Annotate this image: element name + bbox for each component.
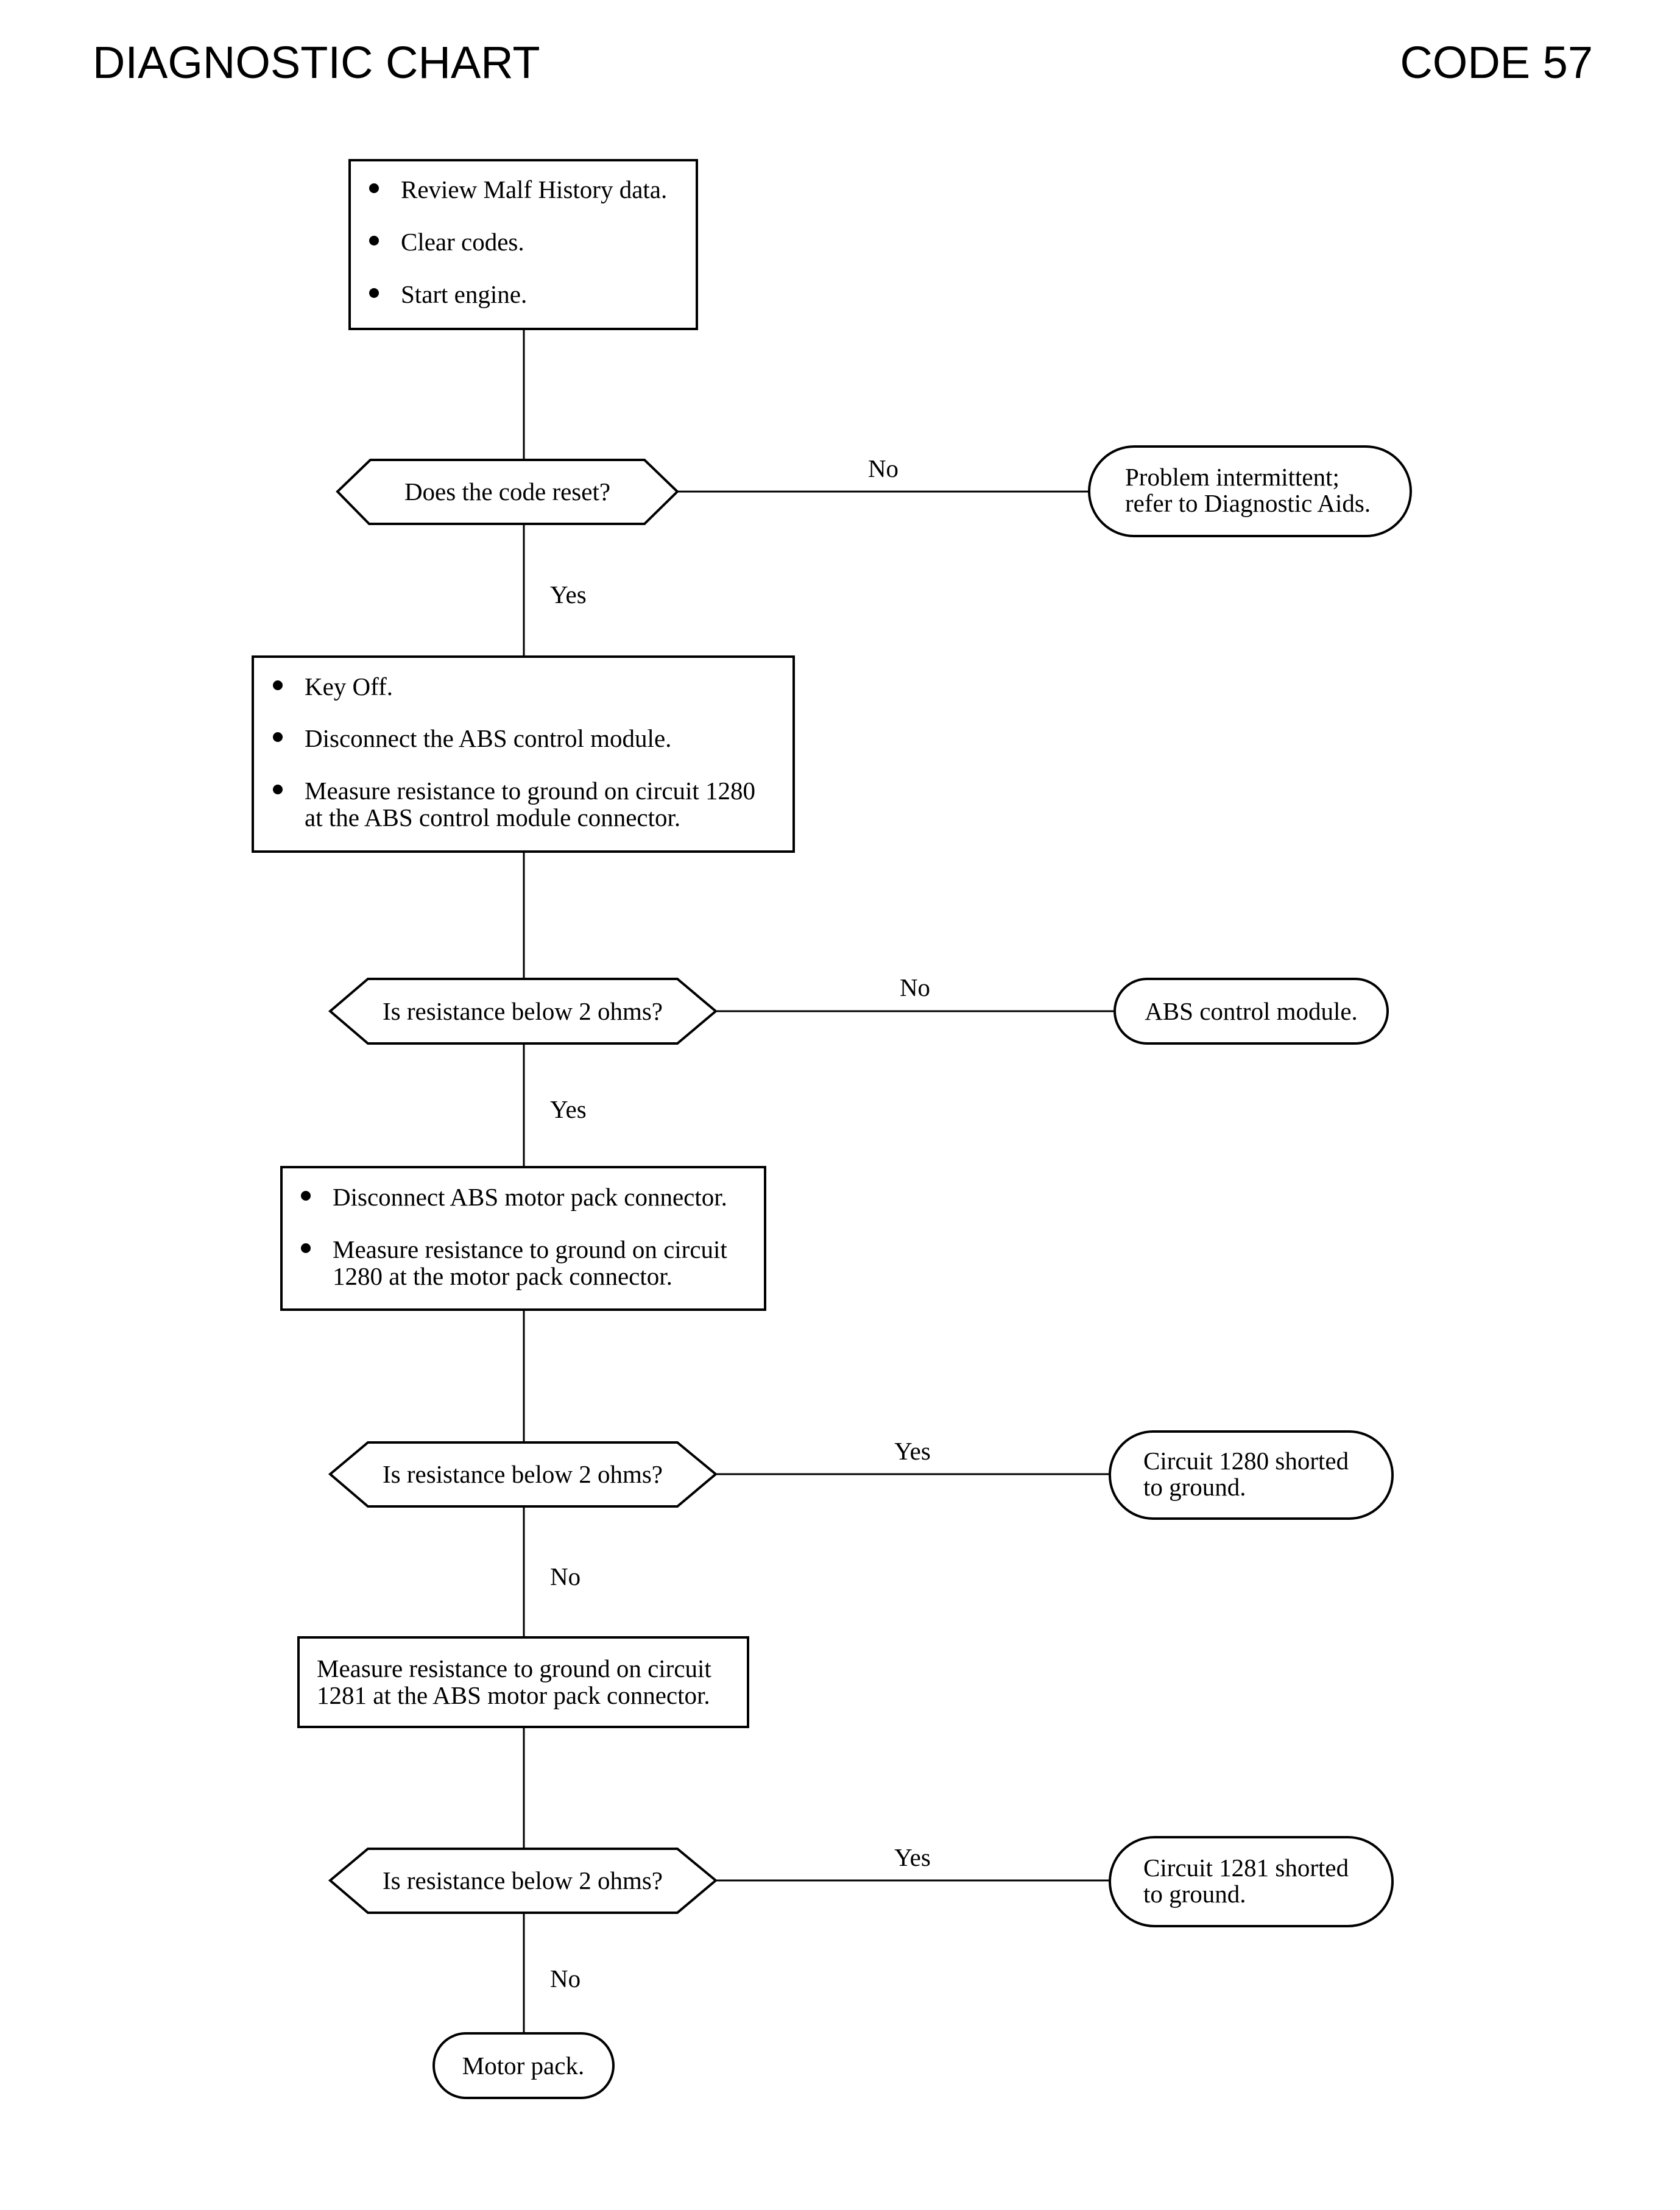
branch-label-no: No	[550, 1562, 581, 1590]
step-text: Clear codes.	[401, 228, 524, 256]
step-disconnect-motor-pack: Disconnect ABS motor pack connector. Mea…	[280, 1166, 766, 1311]
bullet-icon	[369, 183, 379, 193]
connector-lines	[523, 329, 1115, 2033]
step-measure-circuit-1281: Measure resistance to ground on circuit …	[297, 1636, 749, 1728]
result-motor-pack: Motor pack.	[432, 2032, 615, 2099]
chart-title: DIAGNOSTIC CHART	[93, 37, 540, 88]
step-text: Review Malf History data.	[401, 175, 667, 203]
branch-label-no: No	[868, 454, 898, 482]
bullet-icon	[273, 732, 283, 742]
result-text: Circuit 1280 shorted	[1143, 1447, 1349, 1475]
decision-resistance-2: Is resistance below 2 ohms?	[328, 1441, 718, 1508]
result-text: ABS control module.	[1145, 997, 1358, 1025]
step-text: at the ABS control module connector.	[305, 803, 680, 831]
branch-label-no: No	[550, 1965, 581, 1993]
step-text: 1280 at the motor pack connector.	[333, 1262, 672, 1290]
result-circuit-1280-shorted: Circuit 1280 shorted to ground.	[1109, 1430, 1394, 1520]
step-text: 1281 at the ABS motor pack connector.	[317, 1681, 710, 1709]
step-text: Measure resistance to ground on circuit	[333, 1235, 727, 1263]
step-text: Key Off.	[305, 673, 393, 701]
bullet-icon	[369, 288, 379, 298]
result-circuit-1281-shorted: Circuit 1281 shorted to ground.	[1109, 1836, 1394, 1927]
result-problem-intermittent: Problem intermittent; refer to Diagnosti…	[1088, 445, 1412, 537]
bullet-icon	[301, 1243, 311, 1253]
decision-code-reset: Does the code reset?	[336, 459, 679, 525]
code-label: CODE 57	[1400, 37, 1593, 88]
result-text: Circuit 1281 shorted	[1143, 1854, 1349, 1882]
decision-question: Does the code reset?	[404, 478, 610, 506]
step-text: Measure resistance to ground on circuit …	[305, 777, 755, 805]
step-text: Disconnect the ABS control module.	[305, 724, 671, 752]
result-text: to ground.	[1143, 1473, 1246, 1501]
branch-label-yes: Yes	[894, 1437, 931, 1465]
branch-label-no: No	[900, 973, 930, 1001]
bullet-icon	[273, 785, 283, 794]
result-text: refer to Diagnostic Aids.	[1125, 489, 1371, 517]
decision-resistance-1: Is resistance below 2 ohms?	[328, 978, 718, 1045]
decision-question: Is resistance below 2 ohms?	[383, 997, 663, 1025]
branch-label-yes: Yes	[550, 1095, 587, 1123]
bullet-icon	[369, 236, 379, 245]
branch-label-yes: Yes	[550, 581, 587, 609]
step-disconnect-module: Key Off. Disconnect the ABS control modu…	[252, 655, 795, 853]
branch-label-yes: Yes	[894, 1843, 931, 1871]
result-text: Problem intermittent;	[1125, 463, 1339, 491]
step-text: Start engine.	[401, 280, 527, 308]
result-abs-control-module: ABS control module.	[1114, 978, 1389, 1045]
bullet-icon	[301, 1191, 311, 1201]
result-text: to ground.	[1143, 1880, 1246, 1908]
step-text: Measure resistance to ground on circuit	[317, 1654, 711, 1682]
result-text: Motor pack.	[462, 2052, 584, 2080]
step-review-history: Review Malf History data. Clear codes. S…	[348, 159, 698, 330]
decision-question: Is resistance below 2 ohms?	[383, 1460, 663, 1488]
step-text: Disconnect ABS motor pack connector.	[333, 1183, 727, 1211]
bullet-icon	[273, 680, 283, 690]
decision-resistance-3: Is resistance below 2 ohms?	[328, 1848, 718, 1914]
decision-question: Is resistance below 2 ohms?	[383, 1866, 663, 1894]
